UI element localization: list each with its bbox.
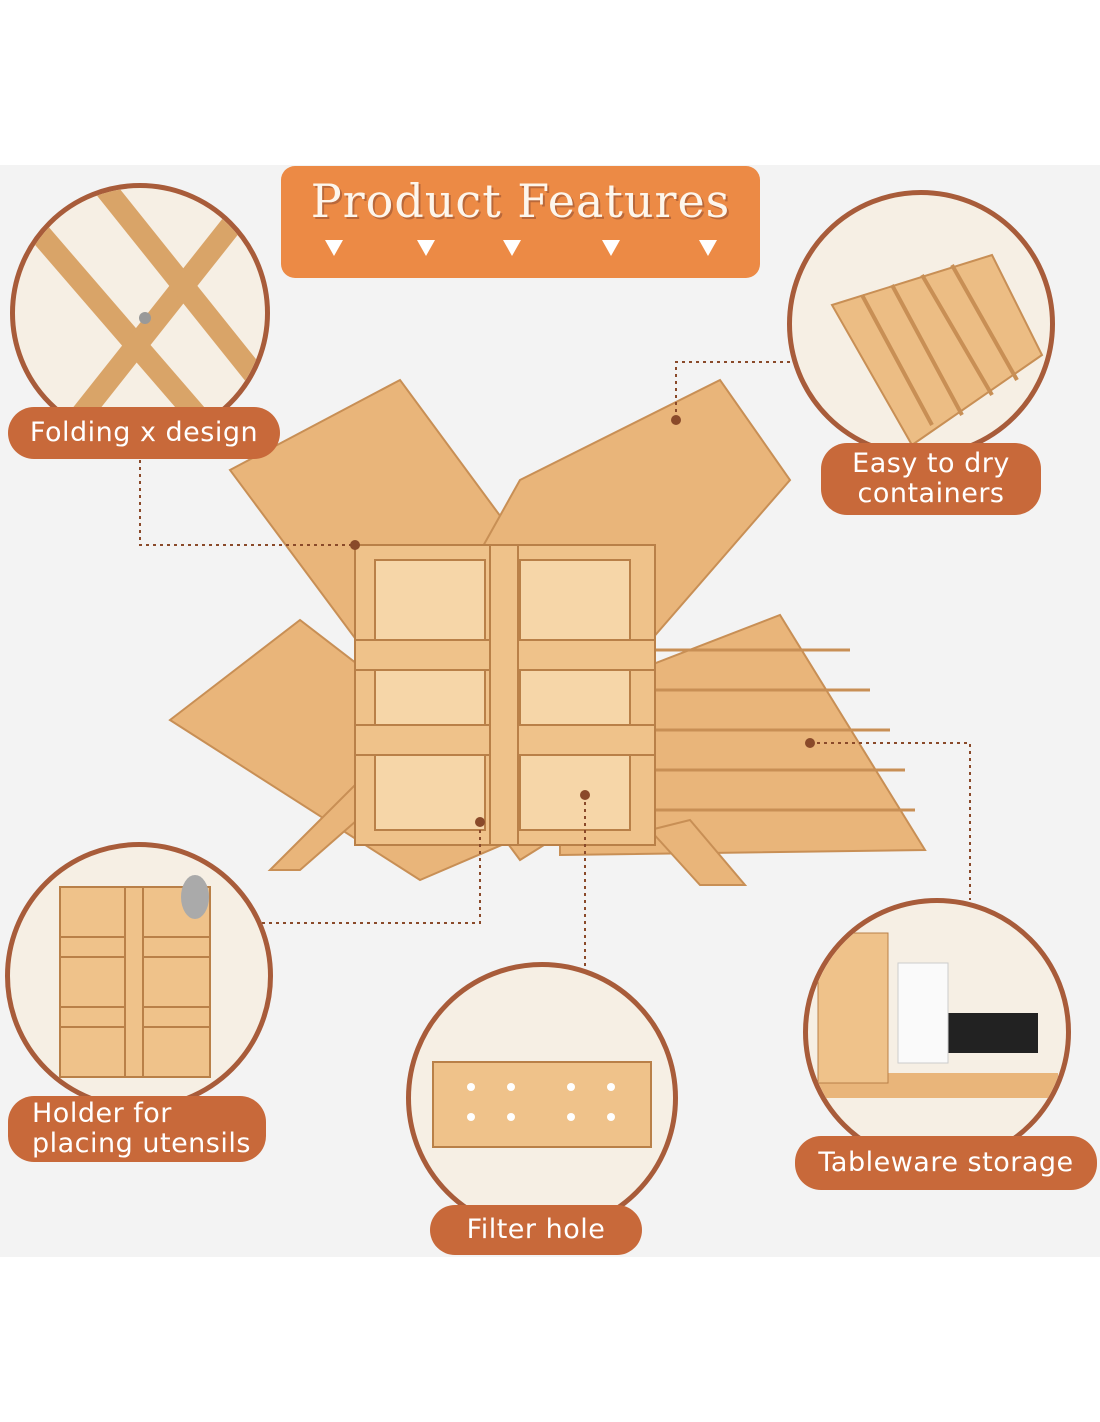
feature-label-easy-to-dry: Easy to dry containers [821, 443, 1041, 515]
feature-label-text: placing utensils [32, 1128, 251, 1159]
down-arrow-icon [699, 240, 717, 256]
feature-label-folding-x-design: Folding x design [8, 407, 280, 459]
down-arrow-icon [325, 240, 343, 256]
feature-label-text: containers [857, 478, 1005, 509]
feature-label-text: Holder for [32, 1098, 172, 1129]
feature-label-utensil-holder: Holder for placing utensils [8, 1096, 266, 1162]
down-arrow-icon [503, 240, 521, 256]
easy-dry-detail-photo [787, 190, 1055, 458]
utensil-holder-detail-photo [5, 842, 273, 1110]
product-features-banner: Product Features [281, 166, 760, 278]
down-arrow-icon [417, 240, 435, 256]
feature-label-tableware-storage: Tableware storage [795, 1136, 1097, 1190]
feature-label-text: Folding x design [29, 417, 259, 448]
feature-label-text: Filter hole [466, 1214, 606, 1245]
folding-x-detail-photo [10, 183, 270, 443]
feature-label-text: Easy to dry [852, 448, 1010, 479]
filter-hole-detail-photo [406, 962, 678, 1234]
utensil-holder [354, 544, 656, 846]
feature-label-filter-hole: Filter hole [430, 1205, 642, 1255]
banner-title: Product Features [310, 174, 731, 228]
down-arrow-icon [602, 240, 620, 256]
callout-lines [139, 361, 971, 970]
tableware-storage-detail-photo [803, 898, 1071, 1166]
feature-label-text: Tableware storage [818, 1147, 1074, 1178]
